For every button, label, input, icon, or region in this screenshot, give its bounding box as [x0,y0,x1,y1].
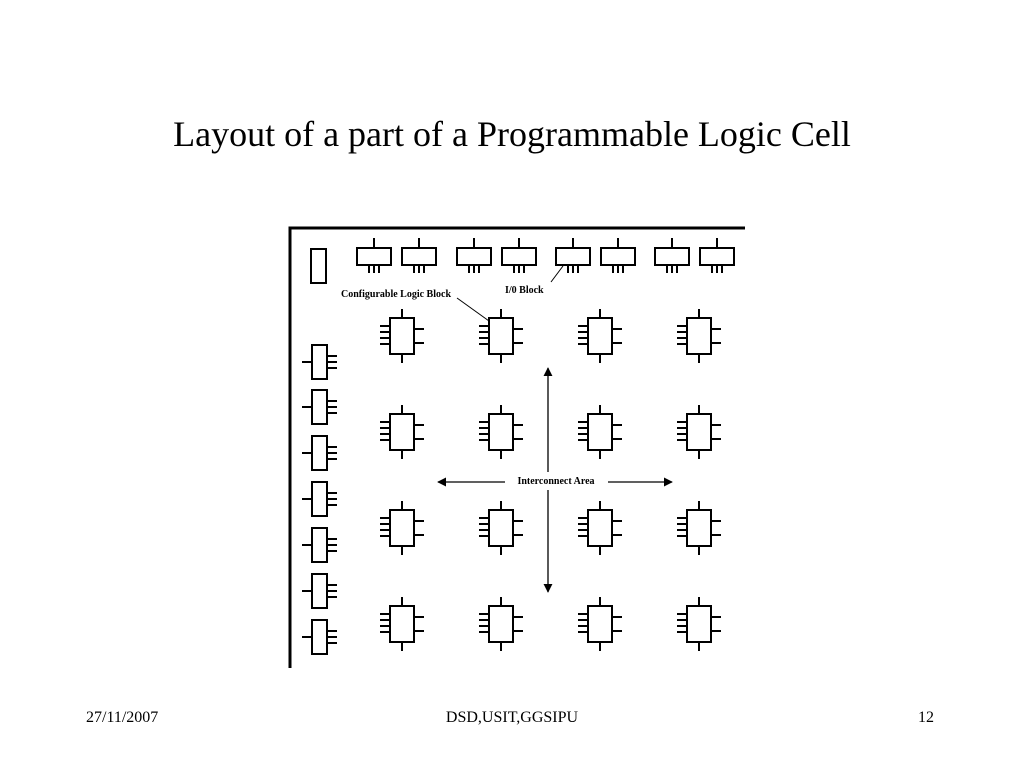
top-io-block [600,238,636,273]
top-io-block [356,238,392,273]
footer-center-text: DSD,USIT,GGSIPU [445,709,579,726]
top-io-block [699,238,735,273]
footer-date: 27/11/2007 [86,709,159,726]
clb-grid [380,309,721,651]
slide-title: Layout of a part of a Programmable Logic… [173,114,851,154]
footer-page-number: 12 [918,709,934,726]
chip-boundary [288,226,745,668]
configurable-logic-block [578,597,622,651]
configurable-logic-block [578,501,622,555]
top-io-block [456,238,492,273]
interconnect-area-label: Interconnect Area [517,476,594,487]
left-io-block [302,573,337,609]
configurable-logic-block [380,597,424,651]
configurable-logic-block [479,405,523,459]
configurable-logic-block [677,501,721,555]
clb-label-leader [456,297,490,322]
top-io-blocks [356,238,735,273]
left-io-block [302,435,337,471]
left-io-block [302,481,337,517]
configurable-logic-block [380,501,424,555]
left-io-block [302,619,337,655]
left-io-blocks [302,344,337,655]
configurable-logic-block [479,597,523,651]
top-io-block [654,238,690,273]
corner-block [310,248,327,284]
left-io-block [302,389,337,425]
top-io-block [501,238,537,273]
configurable-logic-block [677,405,721,459]
configurable-logic-block [677,597,721,651]
configurable-logic-block [380,405,424,459]
configurable-logic-block [479,309,523,363]
top-io-block [555,238,591,273]
configurable-logic-block [677,309,721,363]
configurable-logic-block [380,309,424,363]
configurable-logic-block [479,501,523,555]
left-io-block [302,527,337,563]
left-io-block [302,344,337,380]
top-io-block [401,238,437,273]
configurable-logic-block [578,309,622,363]
io-label-leader [550,265,564,283]
configurable-logic-block [578,405,622,459]
io-block-label: I/0 Block [505,285,544,296]
clb-label: Configurable Logic Block [341,289,451,300]
